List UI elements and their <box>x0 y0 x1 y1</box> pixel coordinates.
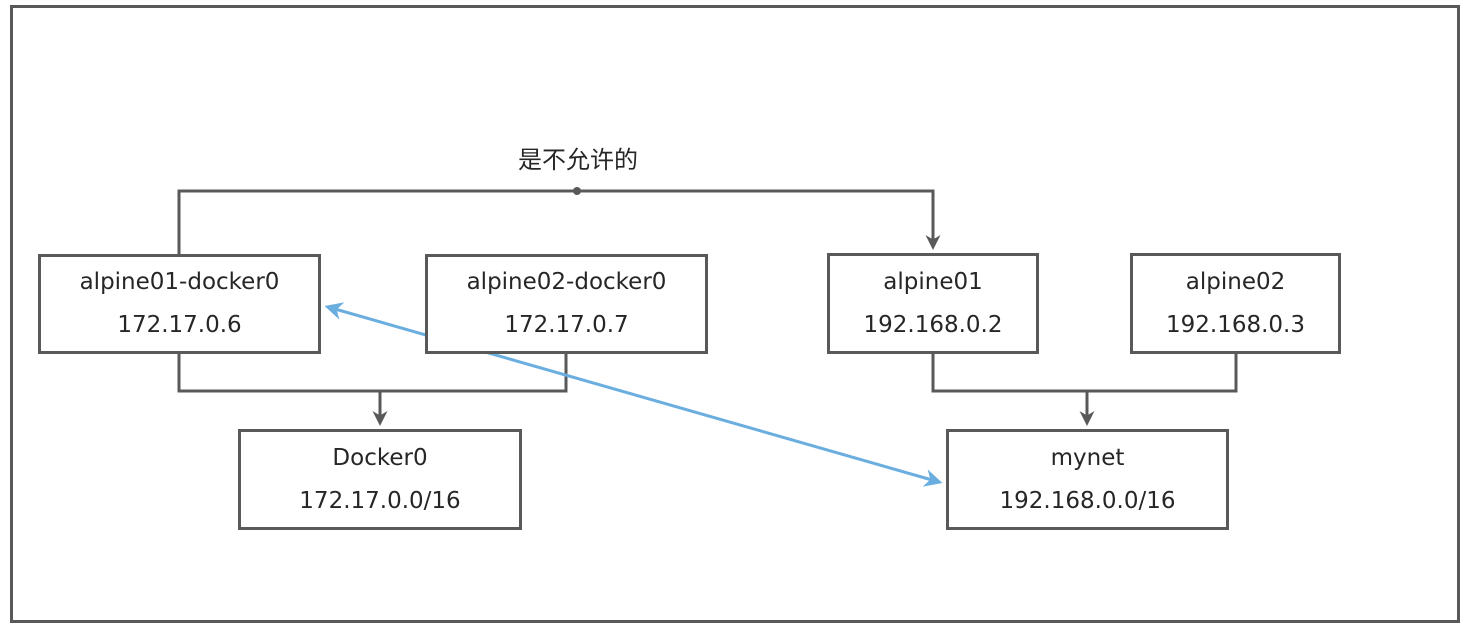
edge-forbidden <box>177 189 941 254</box>
node-name: Docker0 <box>332 444 428 471</box>
node-ip: 172.17.0.0/16 <box>299 487 461 514</box>
node-alpine01-docker0[interactable]: alpine01-docker0 172.17.0.6 <box>38 254 321 354</box>
edge-a1-to-mynet <box>931 354 1238 393</box>
node-ip: 192.168.0.2 <box>863 311 1003 338</box>
node-name: alpine01-docker0 <box>79 269 280 295</box>
node-mynet[interactable]: mynet 192.168.0.0/16 <box>946 429 1229 530</box>
node-name: alpine02-docker0 <box>466 269 667 295</box>
edge-label: 是不允许的 <box>518 146 638 174</box>
node-name: alpine01 <box>883 268 983 295</box>
node-ip: 172.17.0.7 <box>504 312 629 338</box>
node-name: alpine02 <box>1185 268 1286 295</box>
node-ip: 192.168.0.3 <box>1166 311 1305 338</box>
node-alpine02[interactable]: alpine02 192.168.0.3 <box>1130 253 1341 354</box>
node-alpine02-docker0[interactable]: alpine02-docker0 172.17.0.7 <box>425 254 708 354</box>
node-ip: 172.17.0.6 <box>117 312 242 338</box>
node-docker0[interactable]: Docker0 172.17.0.0/16 <box>238 429 522 530</box>
node-alpine01[interactable]: alpine01 192.168.0.2 <box>827 253 1039 354</box>
node-ip: 192.168.0.0/16 <box>999 487 1176 514</box>
edge-label-dot <box>573 187 581 195</box>
node-name: mynet <box>1050 444 1125 471</box>
